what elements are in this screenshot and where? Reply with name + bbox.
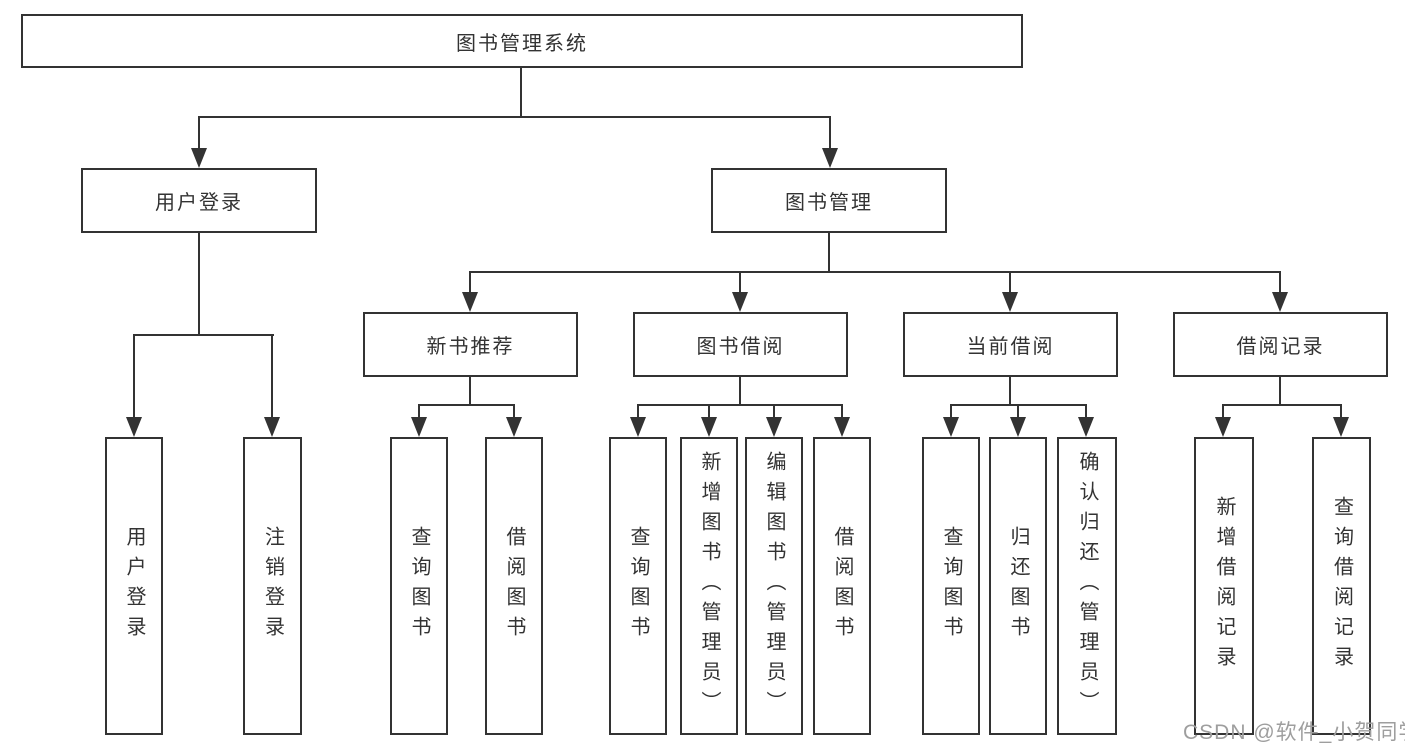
- arrowhead-br-add: [1215, 417, 1231, 437]
- leaf-br-query-record: 查询借阅记录: [1312, 437, 1371, 735]
- connector-drop-cb-return: [1017, 404, 1019, 418]
- connector-book-mgmt-split: [469, 271, 1281, 273]
- arrowhead-nb-borrow: [506, 417, 522, 437]
- connector-user-login-split: [133, 334, 274, 336]
- leaf-br-query-record-label: 查询借阅记录: [1330, 496, 1353, 676]
- arrowhead-bb-edit: [766, 417, 782, 437]
- node-book-borrowing: 图书借阅: [633, 312, 848, 377]
- connector-new-book-stem: [469, 377, 471, 406]
- leaf-logout: 注销登录: [243, 437, 302, 735]
- arrowhead-nb-query: [411, 417, 427, 437]
- leaf-cb-query-books-label: 查询图书: [940, 526, 962, 646]
- connector-drop-new-book: [469, 271, 471, 293]
- arrowhead-leaf-logout: [264, 417, 280, 437]
- leaf-br-add-record-label: 新增借阅记录: [1213, 496, 1235, 676]
- arrowhead-user-login: [191, 148, 207, 168]
- node-book-management-label: 图书管理: [785, 192, 873, 214]
- leaf-user-login: 用户登录: [105, 437, 163, 735]
- leaf-cb-confirm-return-admin: 确认归还（管理员）: [1057, 437, 1117, 735]
- connector-drop-cb-query: [950, 404, 952, 418]
- connector-drop-br-query: [1340, 404, 1342, 418]
- connector-drop-borrow-records: [1279, 271, 1281, 293]
- connector-drop-bb-query: [637, 404, 639, 418]
- arrowhead-br-query: [1333, 417, 1349, 437]
- leaf-bb-borrow-books-label: 借阅图书: [831, 526, 853, 646]
- connector-drop-br-add: [1222, 404, 1224, 418]
- leaf-cb-confirm-return-admin-label: 确认归还（管理员）: [1076, 451, 1098, 721]
- node-user-login: 用户登录: [81, 168, 317, 233]
- node-user-login-label: 用户登录: [155, 192, 243, 214]
- leaf-nb-query-books: 查询图书: [390, 437, 448, 735]
- connector-book-borrow-stem: [739, 377, 741, 406]
- leaf-bb-add-books-admin: 新增图书（管理员）: [680, 437, 738, 735]
- arrowhead-new-book: [462, 292, 478, 312]
- connector-book-borrow-split: [637, 404, 843, 406]
- connector-drop-leaf-login: [133, 334, 135, 418]
- arrowhead-book-borrow: [732, 292, 748, 312]
- node-current-borrowing-label: 当前借阅: [966, 336, 1055, 358]
- connector-user-login-stem: [198, 233, 200, 336]
- leaf-bb-query-books-label: 查询图书: [627, 526, 649, 646]
- arrowhead-leaf-login: [126, 417, 142, 437]
- connector-borrow-records-stem: [1279, 377, 1281, 406]
- leaf-cb-query-books: 查询图书: [922, 437, 980, 735]
- arrowhead-borrow-records: [1272, 292, 1288, 312]
- arrowhead-bb-borrow: [834, 417, 850, 437]
- leaf-nb-borrow-books-label: 借阅图书: [503, 526, 525, 646]
- connector-drop-user-login: [198, 116, 200, 150]
- connector-root-stem: [520, 68, 522, 118]
- leaf-user-login-label: 用户登录: [123, 526, 145, 646]
- connector-root-split: [198, 116, 831, 118]
- node-new-book-recommend-label: 新书推荐: [426, 336, 515, 358]
- connector-new-book-split: [418, 404, 515, 406]
- connector-drop-leaf-logout: [271, 334, 273, 418]
- leaf-logout-label: 注销登录: [261, 526, 284, 646]
- connector-drop-bb-edit: [773, 404, 775, 418]
- leaf-bb-edit-books-admin-label: 编辑图书（管理员）: [763, 451, 785, 721]
- leaf-bb-add-books-admin-label: 新增图书（管理员）: [698, 451, 720, 721]
- node-new-book-recommend: 新书推荐: [363, 312, 578, 377]
- node-current-borrowing: 当前借阅: [903, 312, 1118, 377]
- arrowhead-cb-query: [943, 417, 959, 437]
- connector-drop-cb-confirm: [1085, 404, 1087, 418]
- connector-current-borrow-stem: [1009, 377, 1011, 406]
- connector-drop-bb-add: [708, 404, 710, 418]
- connector-drop-current-borrow: [1009, 271, 1011, 293]
- arrowhead-bb-add: [701, 417, 717, 437]
- node-borrowing-records: 借阅记录: [1173, 312, 1388, 377]
- connector-borrow-records-split: [1222, 404, 1342, 406]
- connector-drop-nb-query: [418, 404, 420, 418]
- arrowhead-bb-query: [630, 417, 646, 437]
- leaf-bb-query-books: 查询图书: [609, 437, 667, 735]
- connector-drop-nb-borrow: [513, 404, 515, 418]
- leaf-br-add-record: 新增借阅记录: [1194, 437, 1254, 735]
- arrowhead-cb-confirm: [1078, 417, 1094, 437]
- leaf-nb-query-books-label: 查询图书: [408, 526, 430, 646]
- node-root-label: 图书管理系统: [456, 32, 588, 55]
- node-book-management: 图书管理: [711, 168, 947, 233]
- leaf-cb-return-books: 归还图书: [989, 437, 1047, 735]
- node-root-library-system: 图书管理系统: [21, 14, 1023, 68]
- arrowhead-cb-return: [1010, 417, 1026, 437]
- connector-book-mgmt-stem: [828, 233, 830, 273]
- connector-drop-bb-borrow: [841, 404, 843, 418]
- arrowhead-current-borrow: [1002, 292, 1018, 312]
- arrowhead-book-mgmt: [822, 148, 838, 168]
- leaf-nb-borrow-books: 借阅图书: [485, 437, 543, 735]
- node-borrowing-records-label: 借阅记录: [1236, 336, 1325, 358]
- leaf-cb-return-books-label: 归还图书: [1007, 526, 1029, 646]
- leaf-bb-borrow-books: 借阅图书: [813, 437, 871, 735]
- connector-drop-book-mgmt: [829, 116, 831, 150]
- node-book-borrowing-label: 图书借阅: [696, 336, 785, 358]
- connector-drop-book-borrow: [739, 271, 741, 293]
- leaf-bb-edit-books-admin: 编辑图书（管理员）: [745, 437, 803, 735]
- csdn-watermark: CSDN @软件_小贺同学: [1183, 721, 1405, 744]
